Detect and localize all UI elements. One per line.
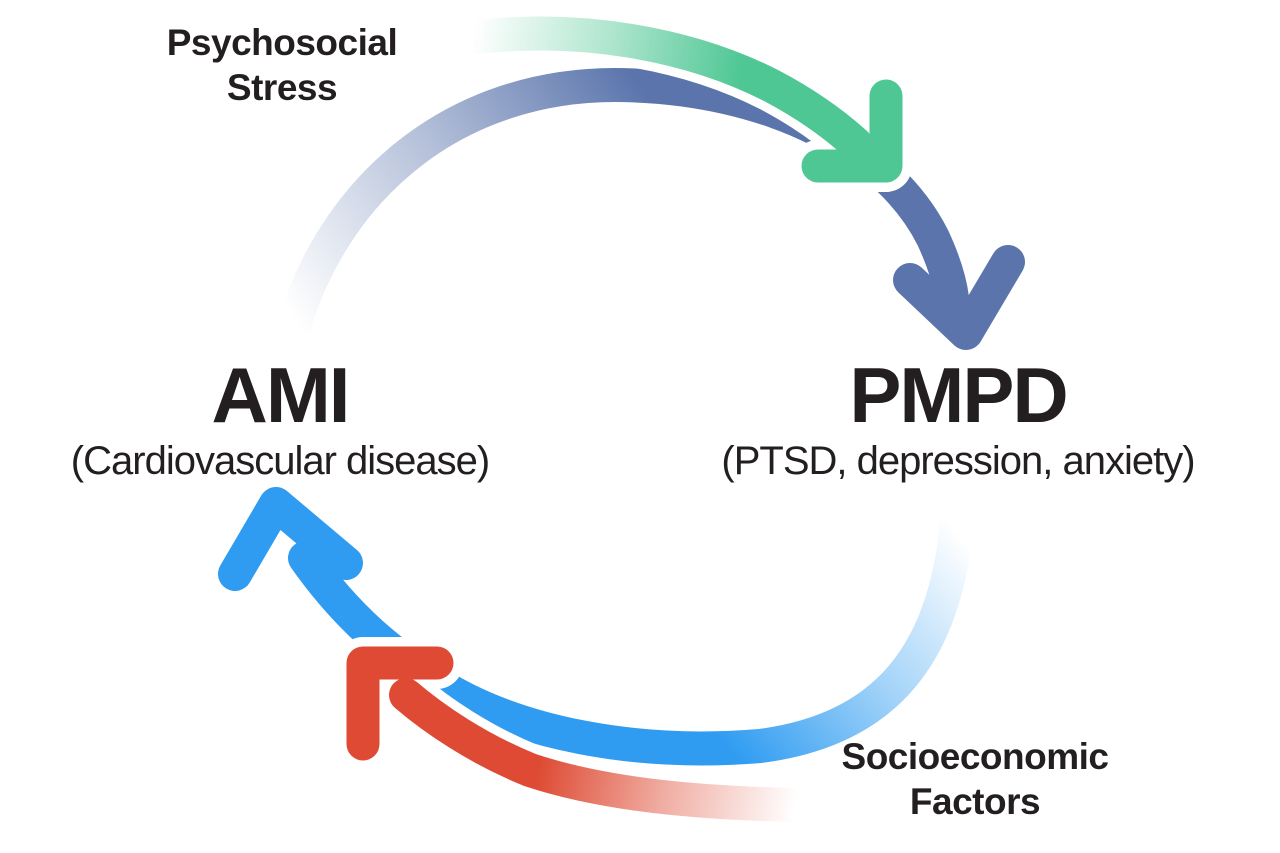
pmpd-node-title: PMPD bbox=[849, 351, 1068, 439]
ami-node-subtitle: (Cardiovascular disease) bbox=[70, 439, 490, 483]
cycle-arrow-ami-to-pmpd-shaft bbox=[278, 68, 969, 339]
ami-node: AMI (Cardiovascular disease) bbox=[0, 356, 580, 482]
socioeconomic-factors-line2: Factors bbox=[909, 781, 1041, 823]
socioeconomic-factors-line1: Socioeconomic bbox=[841, 736, 1109, 777]
psychosocial-stress-line1: Psychosocial bbox=[166, 22, 398, 63]
psychosocial-arrow-shaft bbox=[453, 16, 873, 161]
pmpd-node: PMPD (PTSD, depression, anxiety) bbox=[658, 356, 1258, 482]
psychosocial-arrow-head bbox=[801, 79, 903, 183]
psychosocial-stress-line2: Stress bbox=[226, 67, 338, 109]
socioeconomic-arrow-head bbox=[346, 646, 454, 761]
cycle-arrow-ami-to-pmpd-head bbox=[893, 245, 1025, 350]
socioeconomic-factors-label: Socioeconomic Factors bbox=[755, 734, 1195, 824]
socioeconomic-arrow-shaft bbox=[389, 678, 812, 822]
ami-node-title: AMI bbox=[211, 351, 351, 439]
pmpd-node-subtitle: (PTSD, depression, anxiety) bbox=[721, 439, 1195, 483]
cycle-arrow-pmpd-to-ami-head bbox=[218, 487, 363, 591]
psychosocial-stress-label: Psychosocial Stress bbox=[62, 20, 502, 110]
